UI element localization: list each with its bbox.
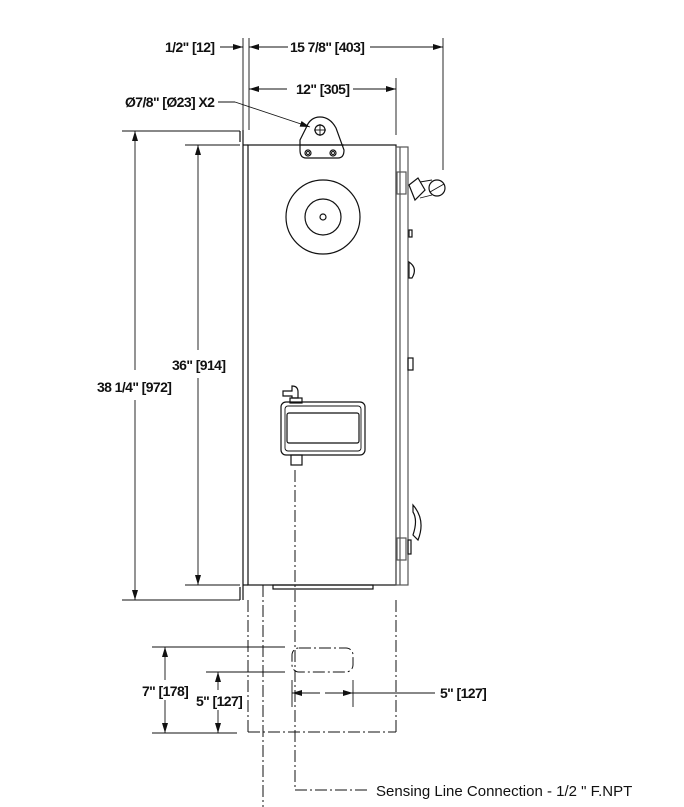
top-dimensions: 1/2" [12] 15 7/8" [403] 12" [305] Ø7/8" …: [125, 38, 444, 170]
body-height-label: 36" [914]: [172, 357, 225, 373]
overall-height-label: 38 1/4" [972]: [97, 379, 171, 395]
centerlines: [247, 470, 397, 807]
display-window-icon: [280, 385, 366, 466]
horn-icon: [285, 179, 361, 255]
body-depth-label: 12" [305]: [296, 81, 349, 97]
bottom-cutout: 7" [178] 5" [127] 5" [127]: [142, 646, 487, 734]
cutout-inner-height-label: 5" [127]: [196, 693, 242, 709]
cutout-width-label: 5" [127]: [440, 685, 486, 701]
sensing-line-note: Sensing Line Connection - 1/2 " F.NPT: [376, 783, 632, 800]
flange-width-label: 1/2" [12]: [165, 39, 215, 55]
height-dimensions: 38 1/4" [972] 36" [914]: [97, 130, 240, 601]
mounting-tab: [299, 116, 345, 159]
mount-hole-label: Ø7/8" [Ø23] X2: [125, 94, 215, 110]
enclosure-body: [239, 116, 446, 600]
key-lock-icon: [428, 179, 446, 197]
overall-depth-label: 15 7/8" [403]: [290, 39, 364, 55]
cutout-outer-height-label: 7" [178]: [142, 683, 188, 699]
